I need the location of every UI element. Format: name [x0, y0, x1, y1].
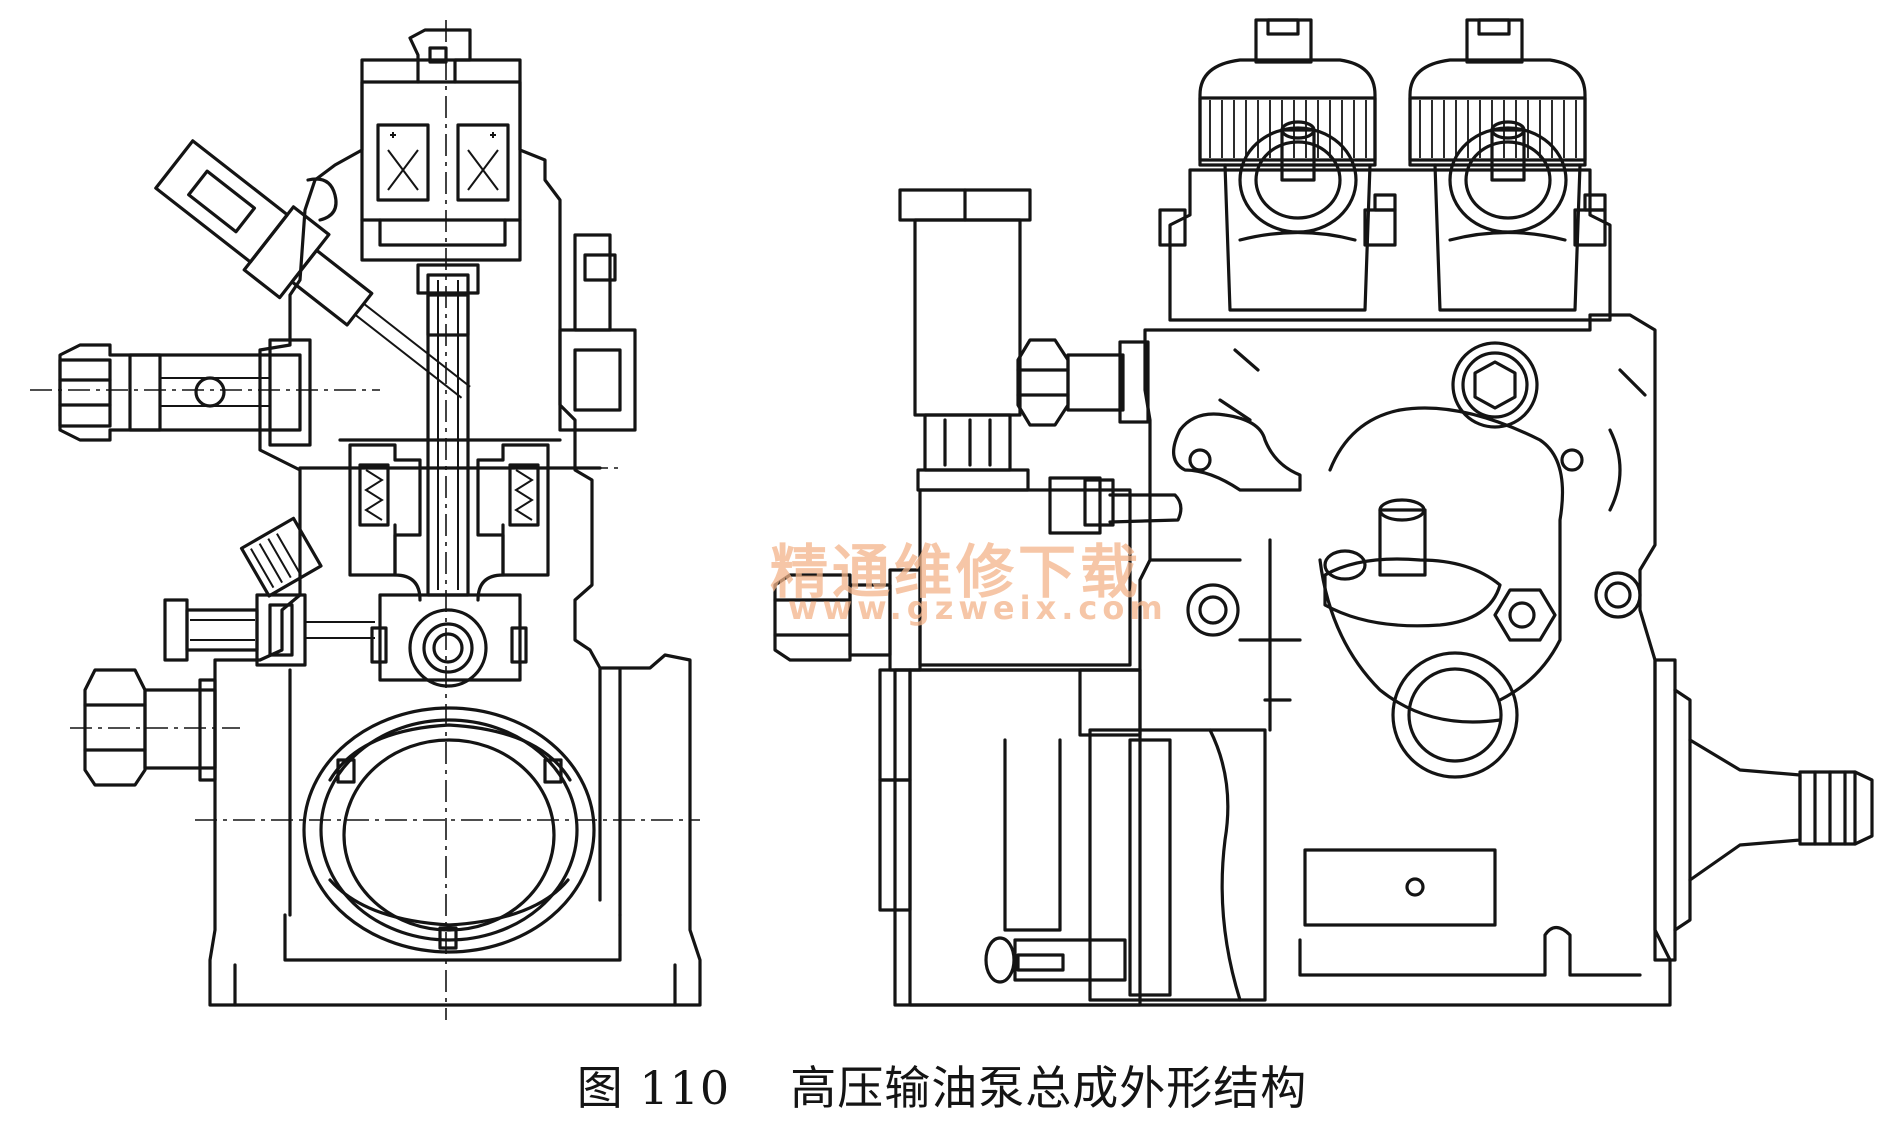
plunger: [426, 273, 470, 597]
inlet-fitting: [58, 338, 312, 447]
roller: [408, 608, 488, 688]
top-connector: [408, 28, 472, 84]
figure-number: 图 110: [576, 1061, 731, 1115]
valve-head: [360, 80, 522, 222]
top-connector-left: [1198, 18, 1377, 167]
drive-shaft: [1653, 658, 1874, 962]
filter-canister: [898, 188, 1032, 492]
angled-connector: [154, 139, 289, 264]
figure-caption: 图 110 高压输油泵总成外形结构: [0, 1052, 1884, 1118]
figure-title: 高压输油泵总成外形结构: [790, 1061, 1308, 1115]
cam-bore: [302, 706, 596, 954]
pump-body: [893, 313, 1672, 1007]
hex-plug: [1451, 341, 1539, 429]
cylinder-boss: [1378, 508, 1427, 577]
pump-exterior-view: [773, 18, 1874, 1007]
pump-section-view: [30, 20, 702, 1020]
outlet-port: [1391, 651, 1519, 779]
housing-base: [208, 58, 702, 1007]
side-inlet: [773, 573, 852, 662]
drain-plug: [83, 668, 147, 787]
